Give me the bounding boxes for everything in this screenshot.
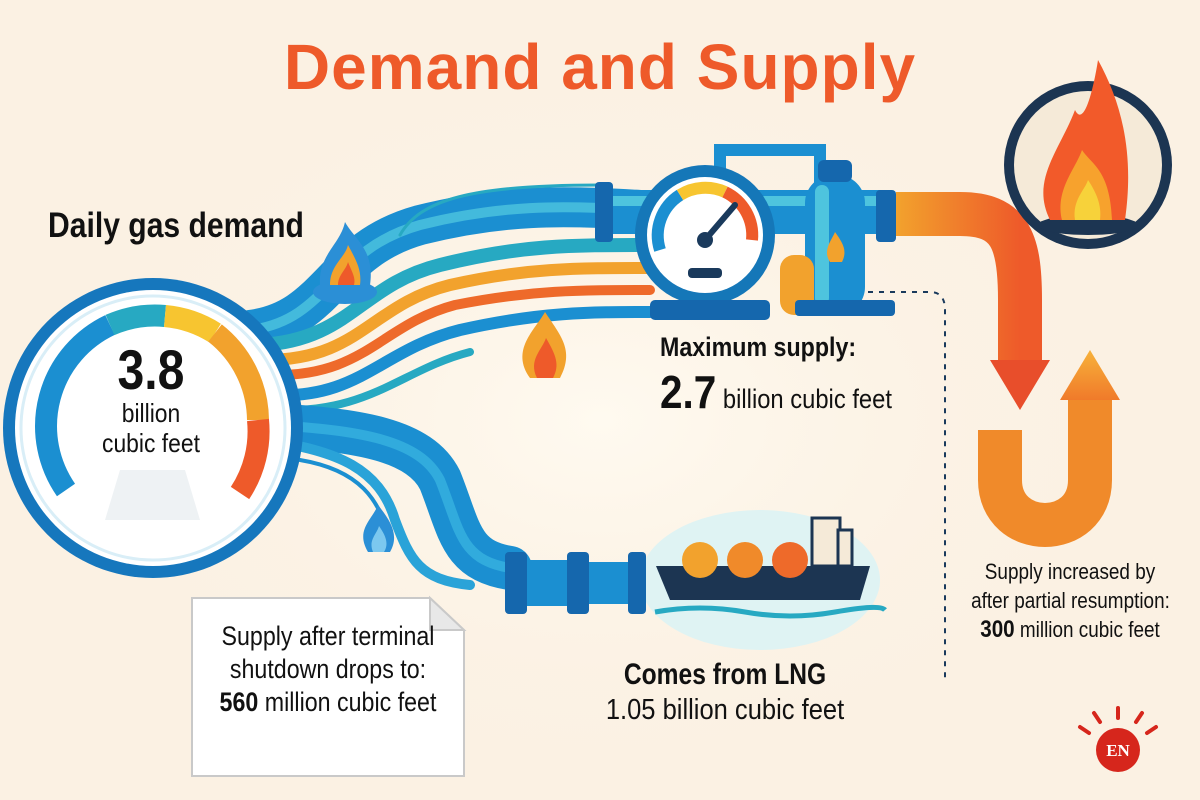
shutdown-line1: Supply after terminal <box>221 621 435 651</box>
resumption-value-line: 300 million cubic feet <box>971 615 1169 644</box>
shutdown-value-line: 560 million cubic feet <box>211 686 445 719</box>
max-supply-block: Maximum supply: 2.7 billion cubic feet <box>660 332 920 419</box>
lng-label: Comes from LNG <box>623 658 827 691</box>
logo-sunburst-icon <box>1078 706 1158 772</box>
supply-station <box>595 144 895 320</box>
shutdown-unit: million cubic feet <box>264 687 437 717</box>
pipeline-icon <box>230 183 660 590</box>
resumption-note: Supply increased by after partial resump… <box>955 557 1185 644</box>
burner-flame-icon <box>1004 60 1172 249</box>
demand-value-block: 3.8 billion cubic feet <box>66 338 236 459</box>
max-supply-label: Maximum supply: <box>660 332 857 362</box>
lng-block: Comes from LNG 1.05 billion cubic feet <box>565 658 885 727</box>
demand-unit-line2: cubic feet <box>102 428 200 458</box>
max-supply-value: 2.7 <box>660 366 717 418</box>
demand-label: Daily gas demand <box>48 206 304 245</box>
flame-icon <box>363 505 395 552</box>
shutdown-note: Supply after terminal shutdown drops to:… <box>192 598 464 776</box>
max-supply-value-line: 2.7 billion cubic feet <box>660 365 892 419</box>
gas-tank-icon <box>780 160 895 316</box>
orange-pipeline <box>876 190 1120 547</box>
resumption-line2: after partial resumption: <box>971 588 1170 613</box>
demand-unit-line1: billion <box>121 398 181 428</box>
demand-value: 3.8 <box>117 338 185 401</box>
shutdown-value: 560 <box>219 687 259 717</box>
resumption-value: 300 <box>980 616 1015 643</box>
note-box <box>191 595 467 777</box>
shutdown-line2: shutdown drops to: <box>229 654 427 684</box>
resumption-unit: million cubic feet <box>1019 617 1160 642</box>
lng-value: 1.05 billion cubic feet <box>605 694 845 726</box>
lng-ship-icon <box>505 510 887 650</box>
flame-icon <box>313 222 377 304</box>
page-title: Demand and Supply <box>283 31 917 103</box>
resumption-line1: Supply increased by <box>984 559 1156 584</box>
logo-text: EN <box>1106 741 1130 760</box>
flame-icon <box>522 312 567 378</box>
max-supply-unit: billion cubic feet <box>722 384 892 414</box>
gauge-icon <box>3 278 303 578</box>
